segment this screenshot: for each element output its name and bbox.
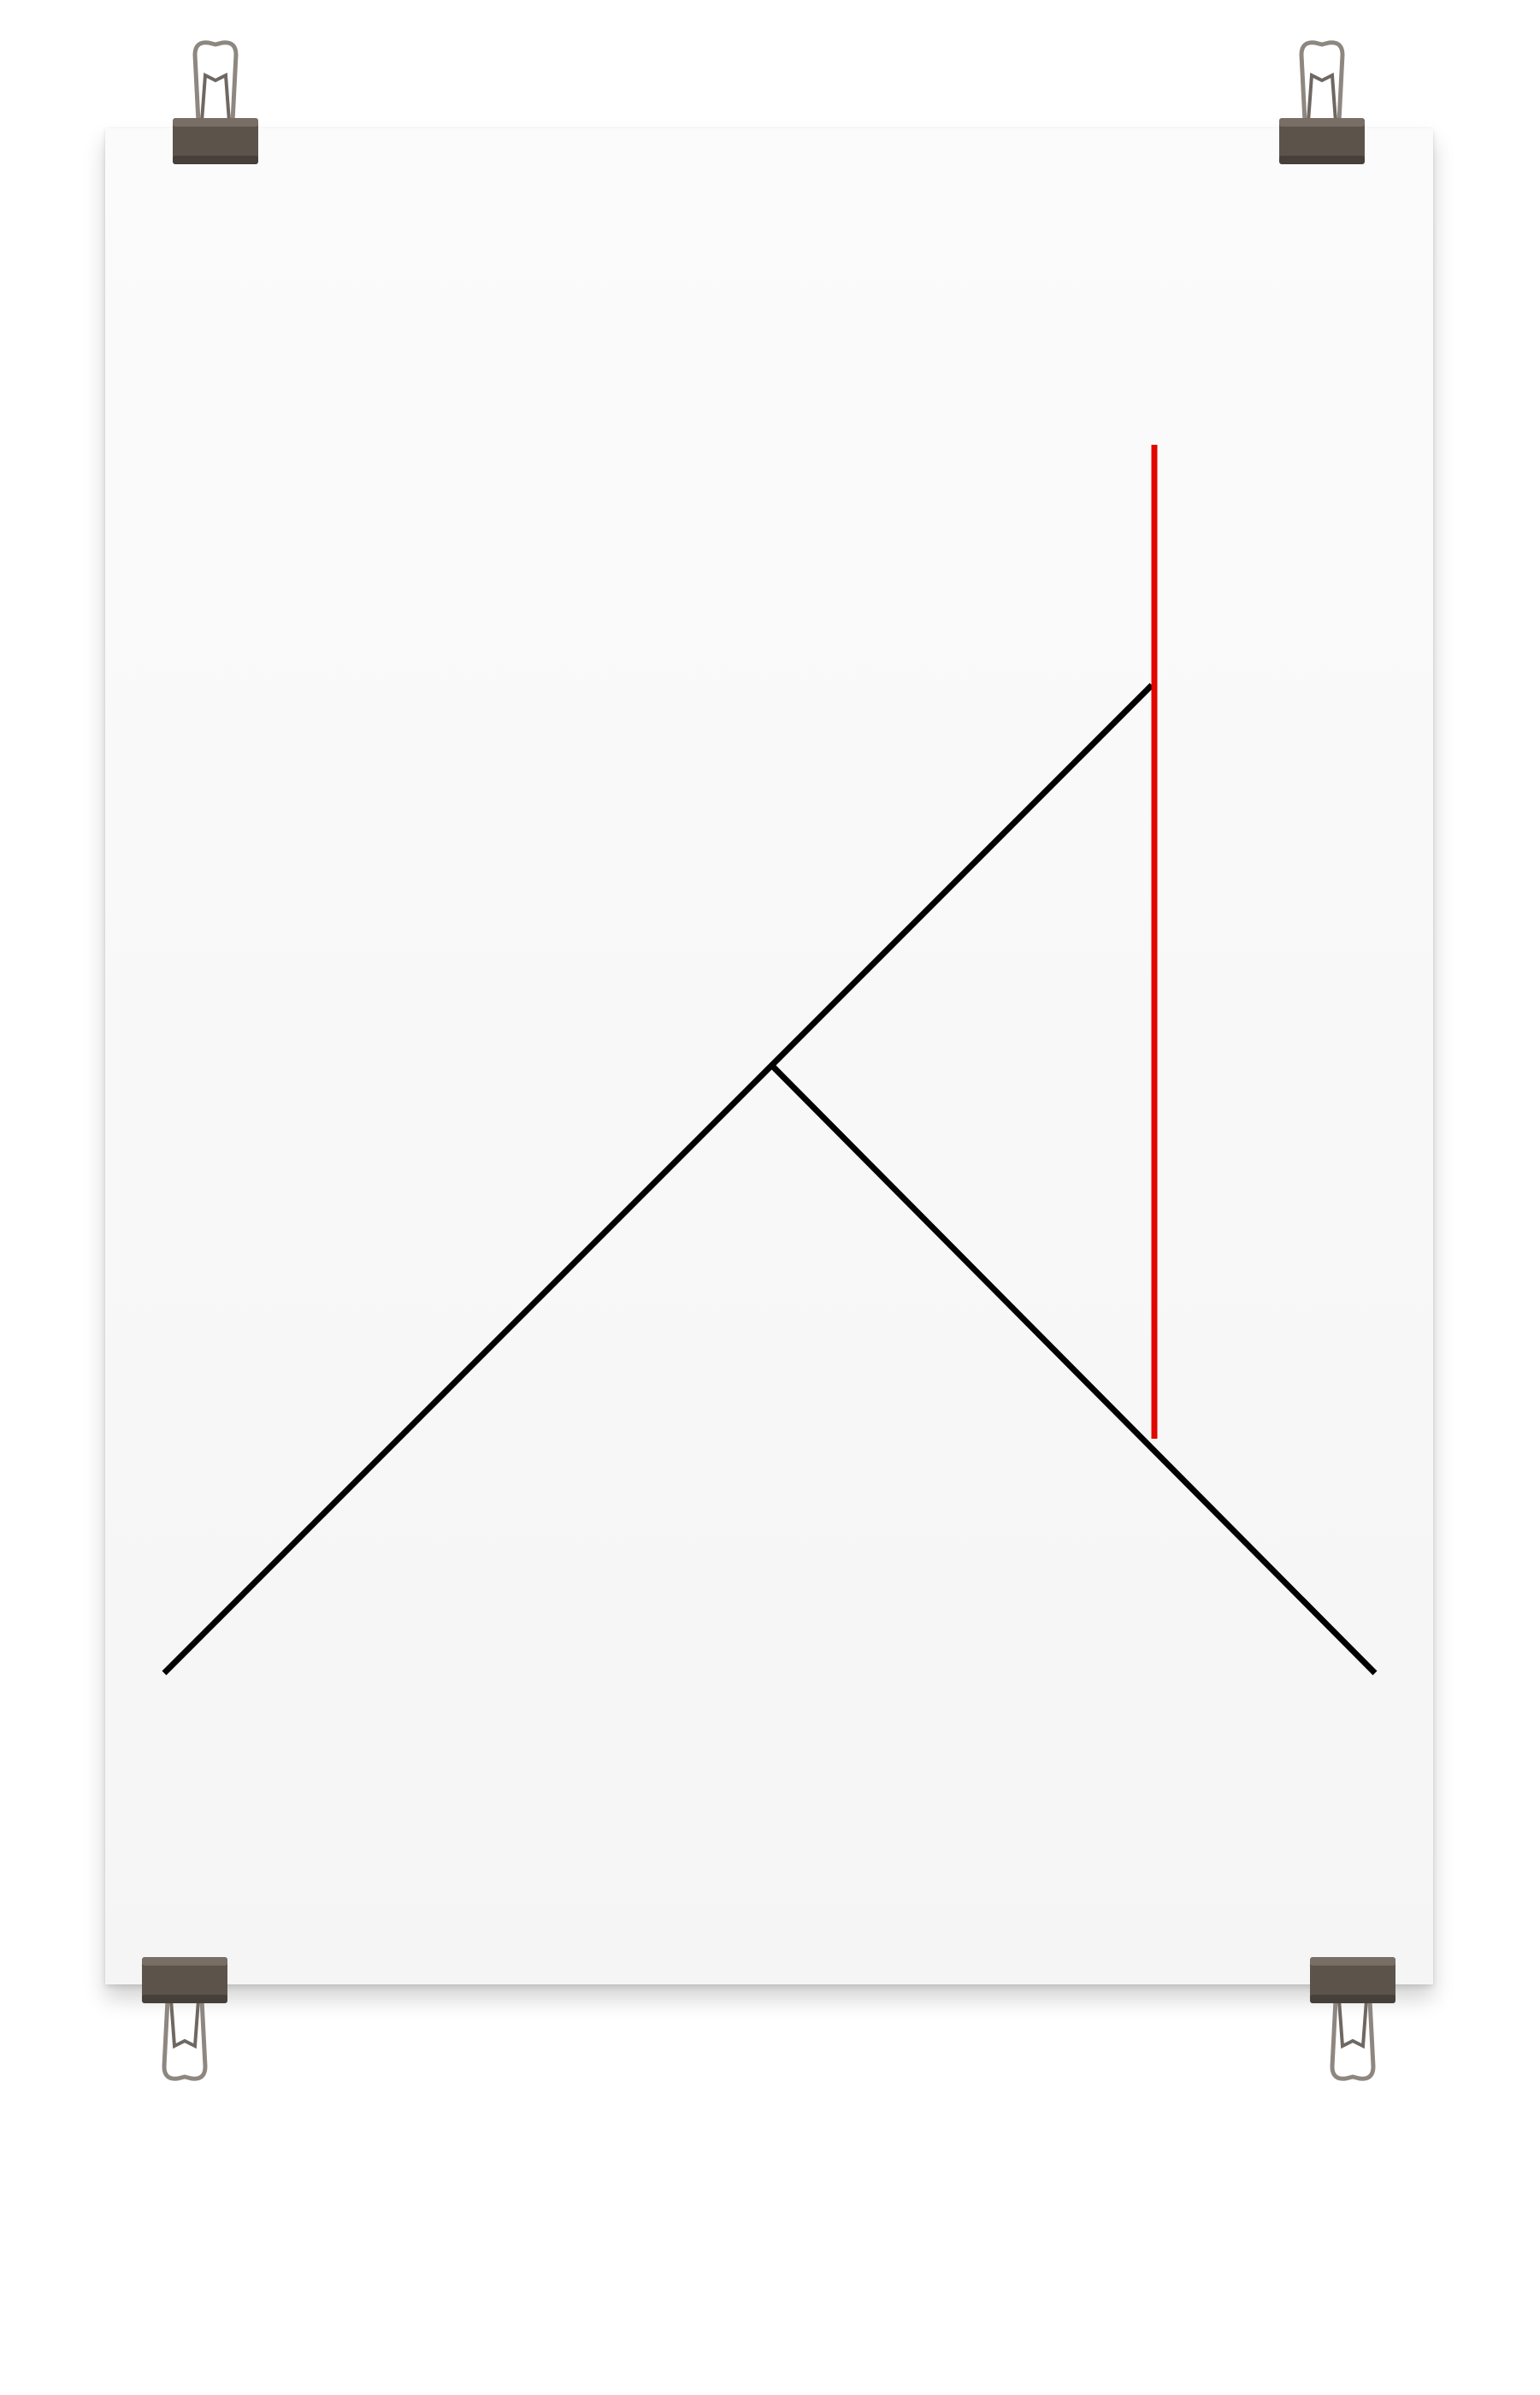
binder-clip-top-right xyxy=(1279,40,1365,164)
long-diagonal-line xyxy=(162,683,1154,1676)
right-diagonal-line xyxy=(770,1064,1378,1676)
binder-clip-bottom-right xyxy=(1310,1957,1395,2081)
binder-clip-icon xyxy=(173,40,258,164)
poster-sheet xyxy=(105,128,1433,1984)
poster-artwork xyxy=(162,445,1378,1676)
binder-clip-icon xyxy=(1310,1957,1395,2081)
binder-clip-bottom-left xyxy=(142,1957,227,2081)
binder-clip-top-left xyxy=(173,40,258,164)
binder-clip-icon xyxy=(1279,40,1365,164)
binder-clip-icon xyxy=(142,1957,227,2081)
